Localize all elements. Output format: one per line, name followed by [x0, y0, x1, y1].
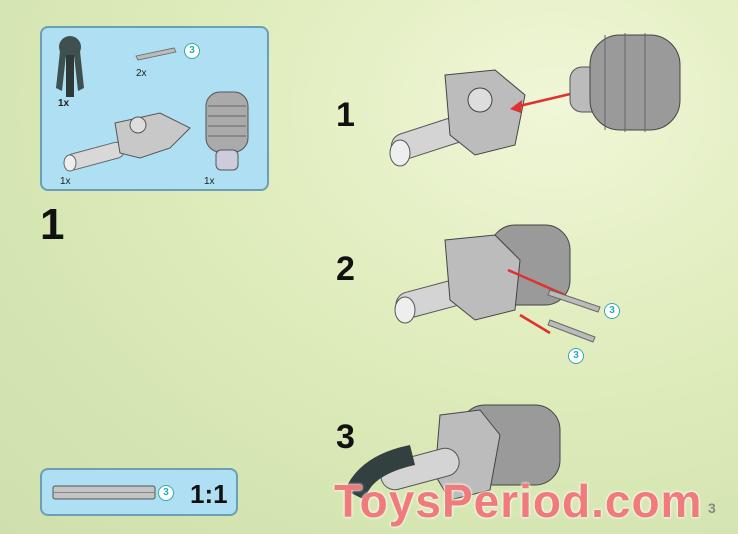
step-1-illustration — [389, 33, 681, 167]
substep-number-1: 1 — [336, 96, 355, 134]
substep-number-2: 2 — [336, 250, 355, 288]
axle-part-image — [135, 47, 177, 61]
page-number: 3 — [708, 500, 716, 516]
claw-arm-qty: 1x — [58, 98, 70, 109]
claw-arm-part-image — [56, 36, 84, 97]
axle-scale-image — [52, 485, 156, 500]
axle-length-badge-step-2b: 3 — [568, 348, 584, 364]
axle-images — [547, 289, 601, 343]
launcher-body-part-image — [63, 112, 191, 172]
axle-length-badge-step-2a: 3 — [604, 303, 620, 319]
scale-ratio: 1:1 — [190, 479, 228, 509]
ribbed-cylinder-qty: 1x — [204, 176, 215, 187]
step-3-illustration — [345, 404, 561, 501]
launcher-body-qty: 1x — [60, 176, 71, 187]
substep-number-3: 3 — [336, 418, 355, 456]
watermark: ToysPeriod.com — [334, 475, 703, 527]
parts-list-panel: 1x 2x 3 1x 1x — [40, 26, 269, 191]
step-2-illustration — [394, 224, 571, 335]
ribbed-cylinder-part-image — [205, 91, 249, 171]
axle-qty: 2x — [136, 68, 147, 79]
axle-length-badge: 3 — [184, 43, 200, 59]
scale-reference-panel: 3 1:1 — [40, 468, 238, 516]
scale-axle-length-badge: 3 — [158, 485, 174, 501]
main-step-number: 1 — [40, 200, 65, 249]
